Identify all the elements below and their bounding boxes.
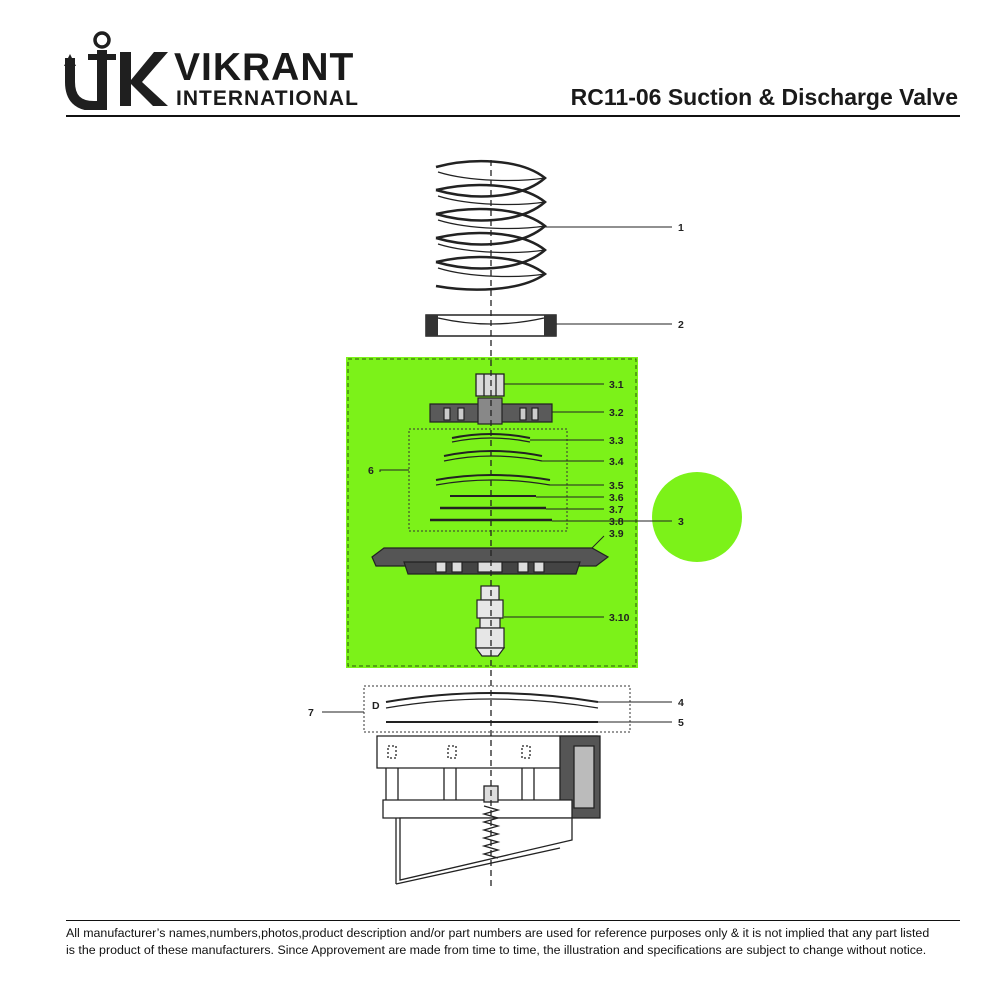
callout-3-10: 3.10 xyxy=(609,612,630,624)
callout-3-2: 3.2 xyxy=(609,407,624,419)
plate-4 xyxy=(385,692,599,703)
valve-seat-part xyxy=(371,547,610,575)
callout-3-5: 3.5 xyxy=(609,480,624,492)
header-divider xyxy=(66,115,960,117)
brand-subtitle: INTERNATIONAL xyxy=(176,87,359,110)
company-logo: VIKRANT INTERNATIONAL xyxy=(62,30,358,110)
plate-3-5 xyxy=(435,474,551,481)
footer-divider xyxy=(66,920,960,921)
callout-3-9: 3.9 xyxy=(609,528,624,540)
plate-group-6-outline xyxy=(408,428,568,532)
callout-6: 6 xyxy=(368,465,374,477)
valve-body-part xyxy=(376,735,601,885)
plate-3-4 xyxy=(443,450,543,457)
callout-3-4: 3.4 xyxy=(609,456,624,468)
callout-1: 1 xyxy=(678,222,684,234)
anchor-logo-icon xyxy=(64,31,168,110)
callout-7: 7 xyxy=(308,707,314,719)
callout-d: D xyxy=(372,700,380,712)
callout-2: 2 xyxy=(678,319,684,331)
callout-labels: 1 2 3.1 3.2 3.3 3.4 3.5 3.6 3.7 3.8 3 3.… xyxy=(308,222,684,729)
callout-3-6: 3.6 xyxy=(609,492,624,504)
callout-3-highlight xyxy=(652,472,742,562)
disclaimer-line-1: All manufacturer’s names,numbers,photos,… xyxy=(66,926,930,940)
gasket-plates xyxy=(385,692,599,723)
disclaimer-line-2: is the product of these manufacturers. S… xyxy=(66,943,927,957)
disclaimer: All manufacturer’s names,numbers,photos,… xyxy=(66,925,966,959)
callout-3: 3 xyxy=(678,516,684,528)
callout-3-1: 3.1 xyxy=(609,379,624,391)
leader-lines xyxy=(322,226,672,723)
center-bolt-part xyxy=(474,585,506,657)
page-title: RC11-06 Suction & Discharge Valve xyxy=(570,84,958,110)
callout-3-7: 3.7 xyxy=(609,504,624,516)
callout-5: 5 xyxy=(678,717,684,729)
callout-3-3: 3.3 xyxy=(609,435,624,447)
callout-4: 4 xyxy=(678,697,684,709)
brand-name: VIKRANT xyxy=(174,46,355,89)
callout-3-8: 3.8 xyxy=(609,516,624,528)
spring-part xyxy=(435,160,548,291)
gasket-group-7-outline xyxy=(363,685,631,733)
nut-part xyxy=(475,373,505,397)
